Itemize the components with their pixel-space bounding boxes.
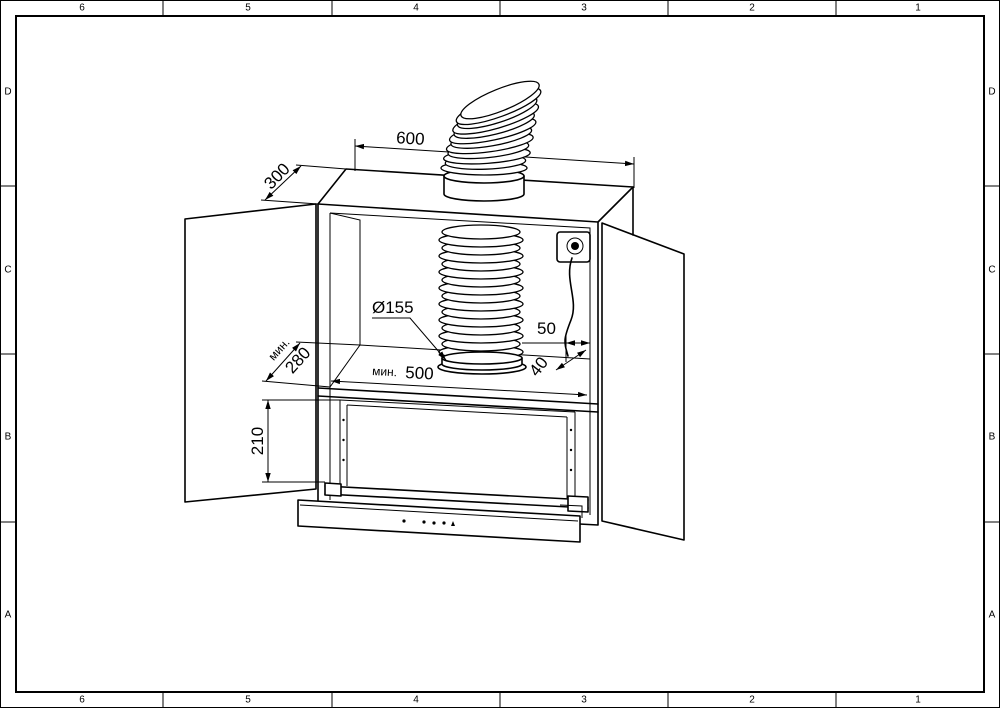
zone-label-top: 4 — [413, 3, 419, 14]
duct-ring — [460, 80, 540, 120]
dimension-text-40: 40 — [525, 353, 552, 380]
duct-collar — [437, 351, 527, 375]
hood-bracket-left — [324, 482, 342, 497]
wall-cabinet — [184, 168, 685, 543]
dimension-shelf-width: мин. 500 — [330, 363, 588, 398]
zone-label-top: 2 — [749, 3, 755, 14]
hood-right-rail — [566, 412, 576, 500]
rail-screw — [569, 448, 573, 452]
power-cord — [564, 257, 575, 357]
cabinet-front-opening — [329, 212, 591, 515]
zone-label-left: B — [5, 432, 12, 443]
extension-line — [262, 399, 340, 483]
zone-label-right: C — [988, 265, 995, 276]
zone-label-bottom: 1 — [915, 695, 921, 706]
dimension-duct-diameter: Ø155 — [372, 298, 447, 361]
dimension-socket-offset: 50 — [522, 319, 590, 362]
flexible-duct — [440, 80, 542, 176]
hood-tray — [324, 485, 589, 509]
dimension-text-50: 50 — [537, 319, 556, 338]
control-button — [402, 519, 406, 523]
dimension-line — [265, 342, 301, 382]
shelf-front — [317, 387, 599, 413]
dimension-text-600: 600 — [396, 128, 426, 149]
extension-line — [261, 341, 361, 388]
zone-label-bottom: 5 — [245, 695, 251, 706]
rail-screw — [569, 428, 573, 432]
duct-collar-top — [441, 351, 523, 365]
cabinet-back-corner — [329, 212, 361, 345]
control-button — [422, 520, 426, 524]
extension-line — [522, 334, 567, 362]
zone-label-bottom: 6 — [79, 695, 85, 706]
dimension-text-300: 300 — [260, 159, 293, 193]
leader-line — [372, 317, 447, 361]
dimension-socket-clearance: 40 — [525, 349, 587, 380]
zone-label-top: 5 — [245, 3, 251, 14]
dimension-line — [555, 349, 587, 371]
hood-body — [297, 399, 589, 543]
hood-front-panel-edge — [299, 504, 583, 522]
rail-screw — [342, 418, 345, 422]
zone-label-right: D — [988, 87, 995, 98]
dimension-line — [330, 378, 588, 398]
zone-label-left: A — [5, 610, 12, 621]
rail-screw — [569, 468, 573, 472]
zone-label-bottom: 2 — [749, 695, 755, 706]
zone-label-bottom: 3 — [581, 695, 587, 706]
duct-ring — [441, 224, 521, 240]
zone-label-bottom: 4 — [413, 695, 419, 706]
zone-label-top: 1 — [915, 3, 921, 14]
dimension-line — [264, 165, 302, 201]
zone-label-right: A — [989, 610, 996, 621]
zone-label-right: B — [989, 432, 996, 443]
zone-label-left: C — [4, 265, 11, 276]
dimension-text-500: 500 — [405, 363, 434, 383]
dimension-text-155: Ø155 — [372, 298, 414, 317]
dimension-hood-height: 210 — [248, 399, 340, 483]
control-button — [451, 521, 455, 526]
control-button — [432, 521, 436, 525]
zone-label-left: D — [4, 87, 11, 98]
control-button — [442, 521, 446, 525]
right-door — [601, 222, 685, 541]
socket-outlet — [566, 237, 584, 255]
vertical-duct — [438, 224, 524, 360]
rail-screw — [342, 458, 345, 462]
hood-left-rail — [339, 400, 348, 488]
socket-plug — [571, 242, 579, 250]
hood-bracket-right — [567, 495, 589, 513]
hood-front-panel — [297, 499, 581, 543]
dimension-prefix-min: мин. — [372, 364, 398, 379]
dimension-text-210: 210 — [248, 427, 267, 455]
left-door — [184, 203, 317, 503]
rail-screw — [342, 438, 345, 442]
extension-line — [260, 164, 347, 205]
zone-label-top: 3 — [581, 3, 587, 14]
hood-top — [339, 399, 576, 418]
zone-label-top: 6 — [79, 3, 85, 14]
dimension-width: 600 — [354, 128, 635, 188]
socket — [556, 231, 591, 357]
